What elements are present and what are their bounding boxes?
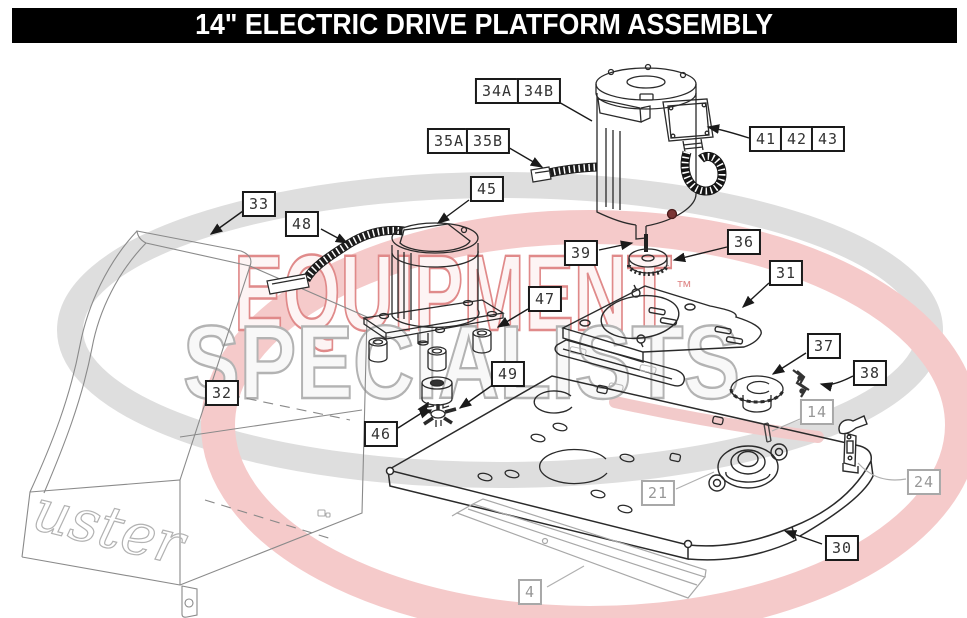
knurled-coupler [627, 248, 669, 276]
callout-4: 4 [517, 579, 543, 605]
callout-49: 49 [490, 361, 526, 387]
callout-36: 36 [726, 229, 762, 255]
callout-46: 46 [363, 421, 399, 447]
callout-43: 43 [810, 126, 846, 152]
callout-35A: 35A [426, 128, 472, 154]
callout-39: 39 [563, 240, 599, 266]
callout-34B: 34B [516, 78, 562, 104]
watermark-word-specialists: SPECIALISTS [183, 305, 740, 421]
brand-script-text: uster [27, 476, 195, 580]
watermark-red-ring [201, 210, 967, 618]
callout-33: 33 [241, 191, 277, 217]
callout-34A: 34A [474, 78, 520, 104]
drive-motor [595, 63, 727, 240]
callout-31: 31 [768, 260, 804, 286]
callout-42: 42 [779, 126, 815, 152]
callout-30: 30 [824, 535, 860, 561]
motor-harness [530, 162, 598, 183]
watermark-red-swoosh [609, 396, 824, 443]
motor-wire-loop [680, 150, 727, 196]
watermark-trademark: ™ [676, 279, 692, 296]
callout-47: 47 [527, 286, 563, 312]
callout-41: 41 [748, 126, 784, 152]
callout-14: 14 [799, 399, 835, 425]
retainer-clip [792, 369, 810, 398]
page-title: 14" ELECTRIC DRIVE PLATFORM ASSEMBLY [195, 9, 774, 41]
callout-37: 37 [806, 333, 842, 359]
callout-32: 32 [204, 380, 240, 406]
flange-bearing [708, 443, 788, 492]
gear-motor [266, 222, 505, 346]
callout-21: 21 [640, 480, 676, 506]
callout-38: 38 [852, 360, 888, 386]
latch-handle [838, 415, 868, 474]
lower-weldment-bar [451, 498, 707, 599]
leader-lines-gray [546, 418, 907, 588]
callout-24: 24 [906, 469, 942, 495]
callout-48: 48 [284, 211, 320, 237]
disc-hub [729, 375, 785, 413]
motor-mount-plate [554, 284, 762, 392]
clevis-pin [763, 422, 772, 443]
spacers [368, 328, 492, 372]
callout-45: 45 [469, 176, 505, 202]
platform [385, 375, 874, 561]
title-bar: 14" ELECTRIC DRIVE PLATFORM ASSEMBLY [12, 8, 957, 43]
leader-lines [209, 100, 854, 545]
callout-35B: 35B [465, 128, 511, 154]
